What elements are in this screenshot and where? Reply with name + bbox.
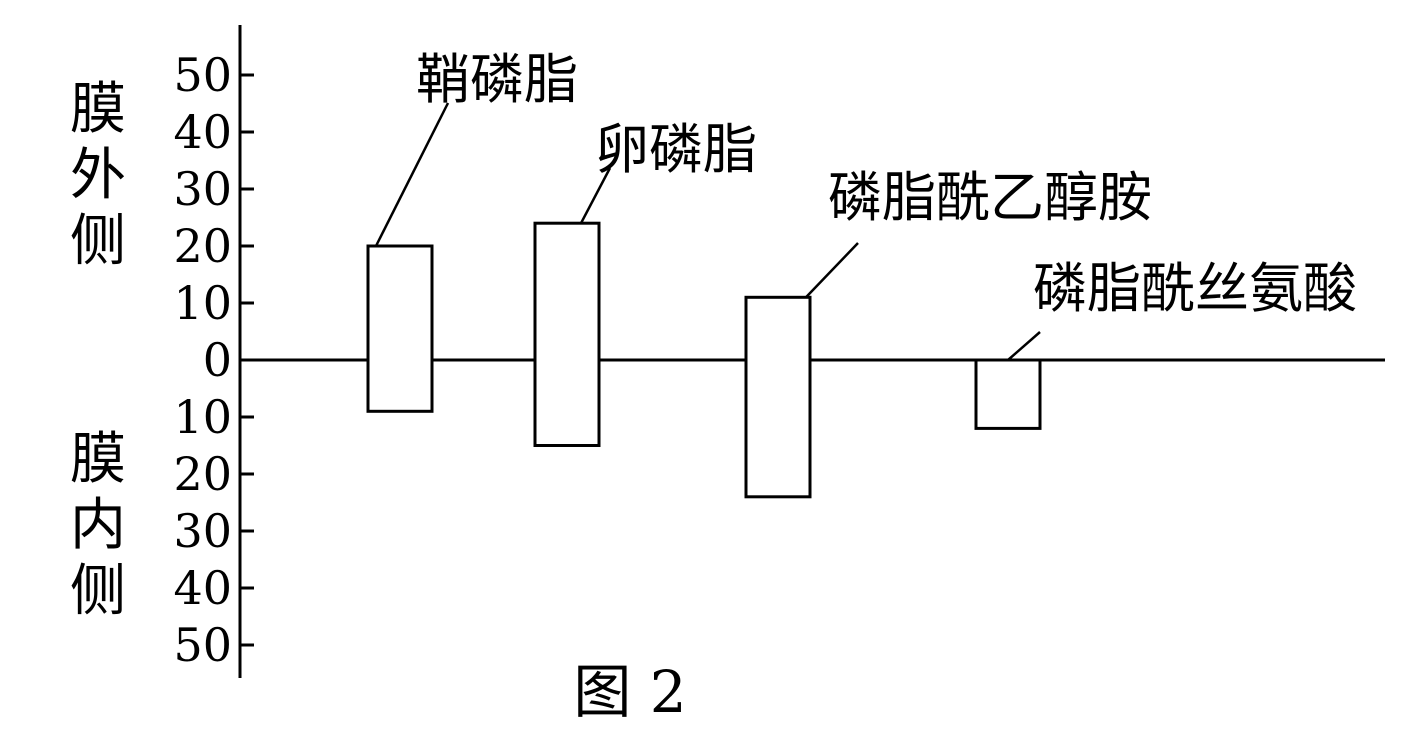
- leader-line: [579, 167, 612, 224]
- outer-side-label: 膜外侧: [70, 77, 126, 274]
- leader-lines: [374, 102, 1041, 361]
- y-tick-label: 30: [173, 162, 232, 216]
- y-tick-label: 30: [173, 504, 232, 558]
- y-tick-label: 20: [173, 219, 232, 273]
- y-tick-label: 50: [173, 48, 232, 102]
- category-label: 卵磷脂: [595, 118, 757, 181]
- leader-line: [1007, 331, 1041, 361]
- bars: [366, 221, 1042, 499]
- inner-side-label: 膜内侧: [70, 427, 126, 624]
- y-tick-label: 40: [173, 561, 232, 615]
- bar: [974, 358, 1042, 430]
- bar: [366, 244, 434, 413]
- bar: [744, 295, 812, 499]
- y-tick-label: 20: [173, 447, 232, 501]
- bar: [533, 221, 601, 447]
- y-tick-label: 40: [173, 105, 232, 159]
- y-tick-label: 10: [173, 390, 232, 444]
- y-tick-label: 0: [203, 333, 232, 387]
- figure-caption: 图 2: [573, 658, 686, 726]
- leader-line: [374, 102, 450, 247]
- y-tick-label: 10: [173, 276, 232, 330]
- y-tick-label: 50: [173, 618, 232, 672]
- category-label: 磷脂酰乙醇胺: [828, 166, 1152, 229]
- category-label: 鞘磷脂: [416, 48, 578, 111]
- leader-line: [805, 242, 859, 299]
- category-label: 磷脂酰丝氨酸: [1033, 257, 1357, 320]
